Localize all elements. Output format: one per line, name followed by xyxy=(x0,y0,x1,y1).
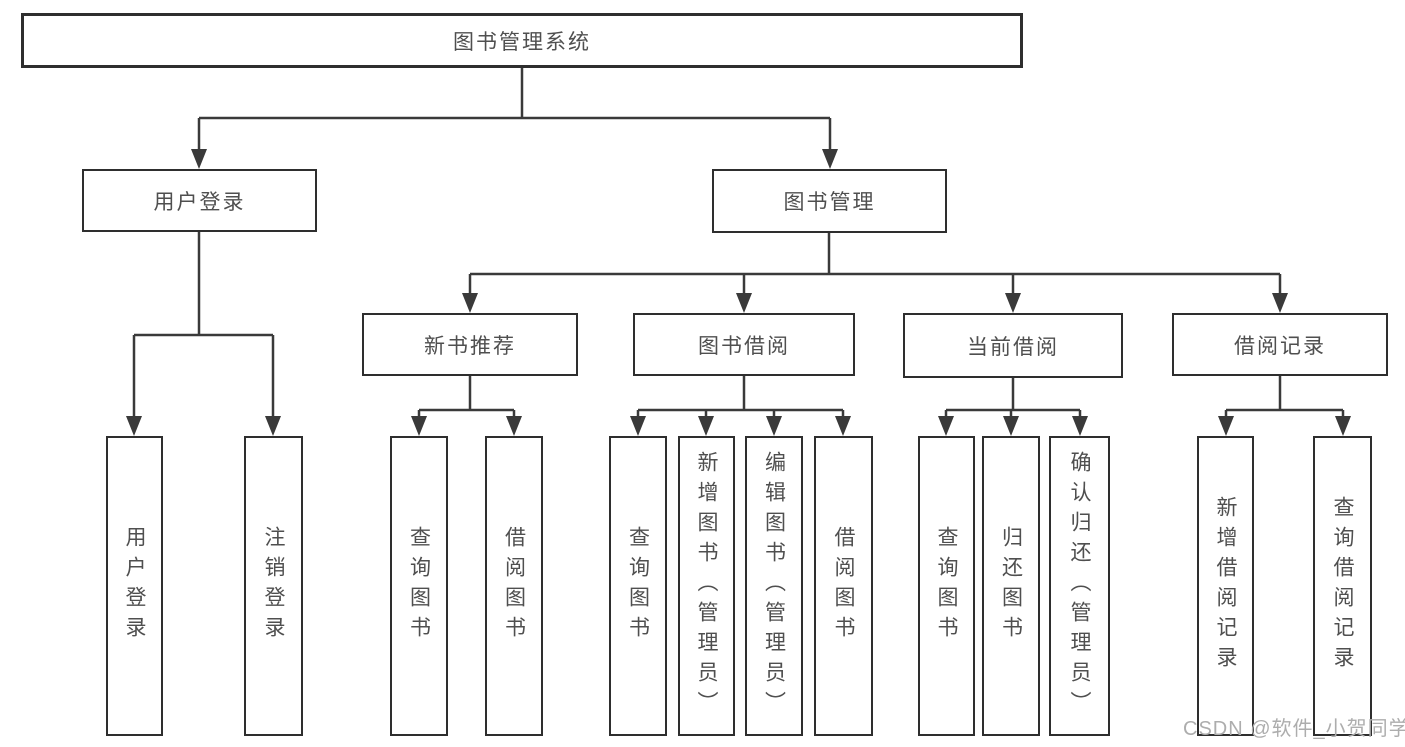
node-current-borrow: 当前借阅 xyxy=(903,313,1123,378)
csdn-watermark: CSDN @软件_小贺同学 xyxy=(1183,718,1405,740)
node-borrow-records: 借阅记录 xyxy=(1172,313,1388,376)
leaf-borrow-query: 查询图书 xyxy=(609,436,667,736)
node-root: 图书管理系统 xyxy=(21,13,1023,68)
leaf-records-add: 新增借阅记录 xyxy=(1197,436,1254,736)
leaf-newbooks-query: 查询图书 xyxy=(390,436,448,736)
node-new-book-recommend: 新书推荐 xyxy=(362,313,578,376)
node-user-login: 用户登录 xyxy=(82,169,317,232)
leaf-newbooks-borrow: 借阅图书 xyxy=(485,436,543,736)
leaf-current-return: 归还图书 xyxy=(982,436,1040,736)
leaf-logout: 注销登录 xyxy=(244,436,303,736)
leaf-current-query: 查询图书 xyxy=(918,436,975,736)
leaf-current-confirm-admin: 确认归还（管理员） xyxy=(1049,436,1110,736)
leaf-records-query: 查询借阅记录 xyxy=(1313,436,1372,736)
node-book-management: 图书管理 xyxy=(712,169,947,233)
leaf-user-login: 用户登录 xyxy=(106,436,163,736)
leaf-borrow-add-admin: 新增图书（管理员） xyxy=(678,436,735,736)
leaf-borrow-edit-admin: 编辑图书（管理员） xyxy=(745,436,803,736)
leaf-borrow-borrow: 借阅图书 xyxy=(814,436,873,736)
node-book-borrow: 图书借阅 xyxy=(633,313,855,376)
